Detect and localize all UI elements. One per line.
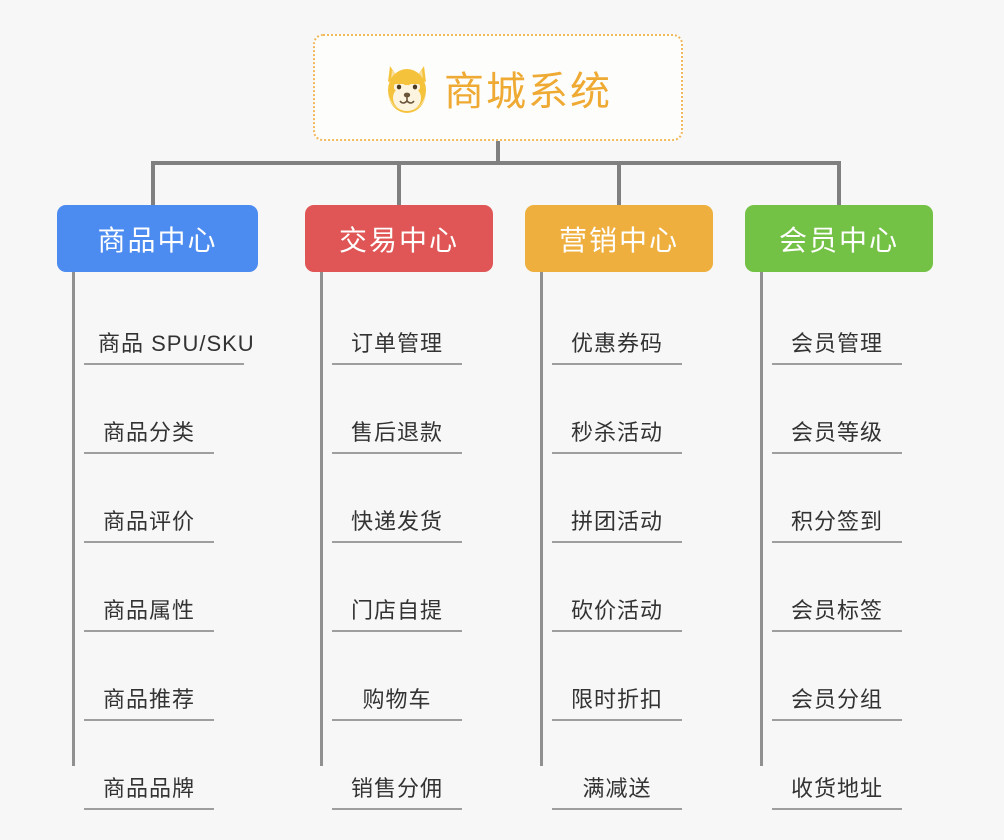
list-item[interactable]: 会员分组: [772, 634, 933, 723]
connector-root-stem: [496, 141, 500, 164]
connector-drop-4: [837, 161, 841, 205]
leaf-label: 优惠券码: [552, 326, 682, 365]
list-item[interactable]: 商品分类: [84, 367, 258, 456]
leaf-list: 优惠券码 秒杀活动 拼团活动 砍价活动 限时折扣 满减送: [540, 272, 713, 812]
category-column-product: 商品中心 商品 SPU/SKU 商品分类 商品评价 商品属性 商品推荐 商品品牌: [57, 205, 258, 812]
leaf-label: 限时折扣: [552, 682, 682, 721]
leaf-label: 商品评价: [84, 504, 214, 543]
leaf-label: 积分签到: [772, 504, 902, 543]
root-title: 商城系统: [444, 69, 612, 114]
category-column-marketing: 营销中心 优惠券码 秒杀活动 拼团活动 砍价活动 限时折扣 满减送: [525, 205, 713, 812]
leaf-label: 商品分类: [84, 415, 214, 454]
category-header-member[interactable]: 会员中心: [745, 205, 933, 272]
list-item[interactable]: 会员标签: [772, 545, 933, 634]
connector-drop-1: [151, 161, 155, 205]
leaf-label: 满减送: [552, 771, 682, 810]
leaf-label: 会员管理: [772, 326, 902, 365]
leaf-label: 商品推荐: [84, 682, 214, 721]
list-item[interactable]: 优惠券码: [552, 278, 713, 367]
category-label: 营销中心: [558, 224, 679, 256]
list-item[interactable]: 快递发货: [332, 456, 493, 545]
category-label: 商品中心: [97, 224, 218, 256]
category-label: 交易中心: [338, 224, 459, 256]
list-item[interactable]: 砍价活动: [552, 545, 713, 634]
leaf-label: 会员分组: [772, 682, 902, 721]
list-item[interactable]: 商品品牌: [84, 723, 258, 812]
leaf-label: 商品属性: [84, 593, 214, 632]
leaf-label: 购物车: [332, 682, 462, 721]
leaf-label: 门店自提: [332, 593, 462, 632]
leaf-label: 拼团活动: [552, 504, 682, 543]
leaf-label: 快递发货: [332, 504, 462, 543]
leaf-list: 会员管理 会员等级 积分签到 会员标签 会员分组 收货地址: [760, 272, 933, 812]
leaf-label: 订单管理: [332, 326, 462, 365]
category-column-trade: 交易中心 订单管理 售后退款 快递发货 门店自提 购物车 销售分佣: [305, 205, 493, 812]
list-item[interactable]: 收货地址: [772, 723, 933, 812]
leaf-label: 会员等级: [772, 415, 902, 454]
connector-horizontal-bus: [151, 161, 839, 165]
list-item[interactable]: 订单管理: [332, 278, 493, 367]
list-item[interactable]: 商品属性: [84, 545, 258, 634]
list-item[interactable]: 商品推荐: [84, 634, 258, 723]
list-item[interactable]: 满减送: [552, 723, 713, 812]
category-header-product[interactable]: 商品中心: [57, 205, 258, 272]
root-node[interactable]: 商城系统: [313, 34, 683, 141]
list-item[interactable]: 购物车: [332, 634, 493, 723]
list-item[interactable]: 秒杀活动: [552, 367, 713, 456]
connector-drop-3: [617, 161, 621, 205]
leaf-label: 售后退款: [332, 415, 462, 454]
connector-drop-2: [397, 161, 401, 205]
leaf-label: 收货地址: [772, 771, 902, 810]
leaf-list: 订单管理 售后退款 快递发货 门店自提 购物车 销售分佣: [320, 272, 493, 812]
list-item[interactable]: 商品评价: [84, 456, 258, 545]
shiba-inu-icon: [384, 62, 430, 114]
leaf-label: 砍价活动: [552, 593, 682, 632]
category-header-trade[interactable]: 交易中心: [305, 205, 493, 272]
leaf-label: 会员标签: [772, 593, 902, 632]
category-column-member: 会员中心 会员管理 会员等级 积分签到 会员标签 会员分组 收货地址: [745, 205, 933, 812]
leaf-label: 商品品牌: [84, 771, 214, 810]
list-item[interactable]: 积分签到: [772, 456, 933, 545]
category-header-marketing[interactable]: 营销中心: [525, 205, 713, 272]
list-item[interactable]: 会员等级: [772, 367, 933, 456]
list-item[interactable]: 销售分佣: [332, 723, 493, 812]
list-item[interactable]: 拼团活动: [552, 456, 713, 545]
list-item[interactable]: 售后退款: [332, 367, 493, 456]
leaf-label: 销售分佣: [332, 771, 462, 810]
list-item[interactable]: 限时折扣: [552, 634, 713, 723]
list-item[interactable]: 商品 SPU/SKU: [84, 278, 258, 367]
category-label: 会员中心: [778, 224, 899, 256]
leaf-label: 商品 SPU/SKU: [84, 326, 254, 365]
leaf-label: 秒杀活动: [552, 415, 682, 454]
list-item[interactable]: 会员管理: [772, 278, 933, 367]
list-item[interactable]: 门店自提: [332, 545, 493, 634]
leaf-list: 商品 SPU/SKU 商品分类 商品评价 商品属性 商品推荐 商品品牌: [72, 272, 258, 812]
